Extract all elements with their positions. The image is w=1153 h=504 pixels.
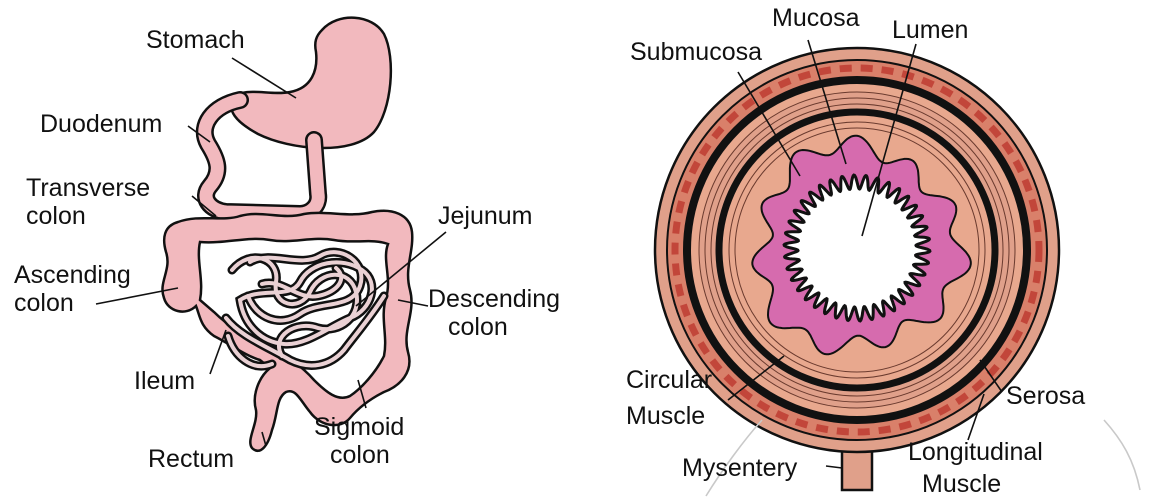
label-submucosa: Submucosa [630, 39, 762, 66]
label-longitudinal-1: Longitudinal [908, 439, 1043, 466]
label-transverse-1: Transverse [26, 175, 150, 202]
label-serosa: Serosa [1006, 383, 1085, 410]
label-descending-2: colon [448, 314, 508, 341]
label-sigmoid-1: Sigmoid [314, 414, 404, 441]
label-sigmoid-2: colon [330, 442, 390, 469]
label-ascending-2: colon [14, 290, 74, 317]
intestine-cross-section [655, 40, 1140, 496]
label-circular-2: Muscle [626, 403, 705, 430]
stomach-shape [231, 18, 391, 148]
label-circular-1: Circular [626, 367, 712, 394]
label-mysentery: Mysentery [682, 455, 797, 482]
label-jejunum: Jejunum [438, 203, 533, 230]
label-rectum: Rectum [148, 446, 234, 473]
label-ileum: Ileum [134, 368, 195, 395]
label-longitudinal-2: Muscle [922, 471, 1001, 498]
label-duodenum: Duodenum [40, 111, 162, 138]
label-mucosa: Mucosa [772, 5, 860, 32]
label-lumen: Lumen [892, 17, 968, 44]
label-descending-1: Descending [428, 286, 560, 313]
label-ascending-1: Ascending [14, 262, 131, 289]
label-stomach: Stomach [146, 27, 245, 54]
label-transverse-2: colon [26, 203, 86, 230]
